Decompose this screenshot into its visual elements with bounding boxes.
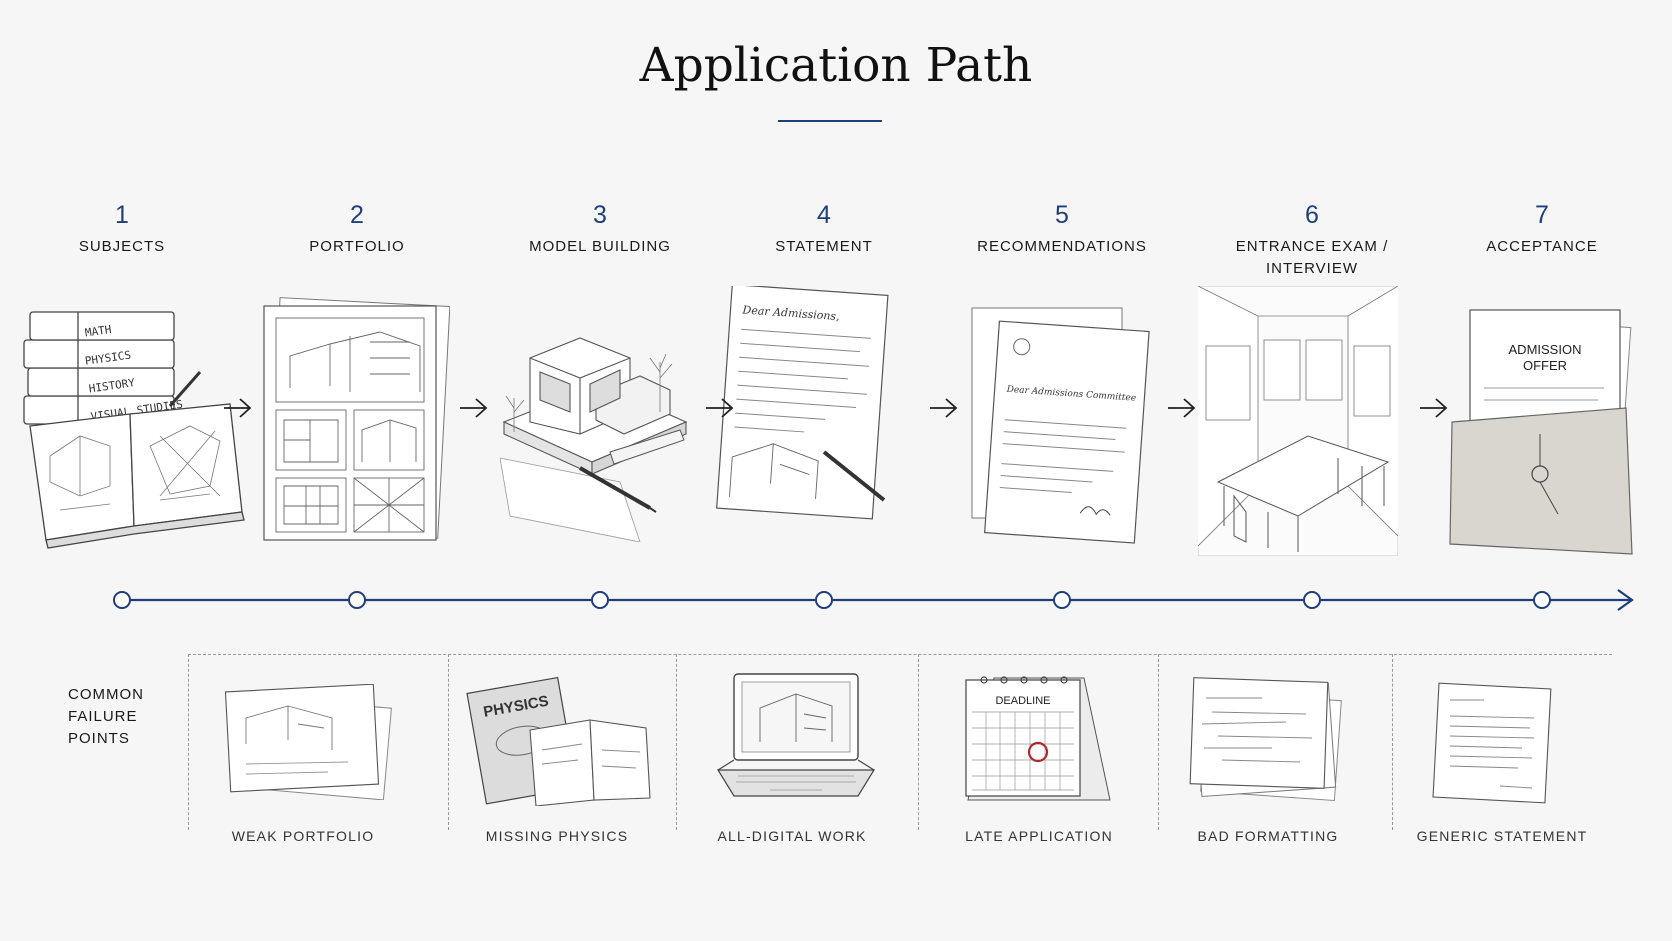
books-and-sketchbook-icon: MATH PHYSICS HISTORY VISUAL STUDIES bbox=[23, 311, 245, 549]
admission-offer-envelope-icon: ADMISSION OFFER bbox=[1449, 309, 1633, 555]
weak-portfolio-icon bbox=[224, 684, 392, 800]
arrow-right-icon bbox=[706, 398, 734, 418]
arrow-right-icon bbox=[930, 398, 958, 418]
step-5-number: 5 bbox=[1055, 201, 1069, 229]
deadline-calendar-icon: DEADLINE bbox=[965, 676, 1111, 801]
subjects-illustration: MATH PHYSICS HISTORY VISUAL STUDIES bbox=[10, 296, 250, 566]
step-3-heading: 3 MODEL BUILDING bbox=[490, 200, 710, 258]
step-6-label-line1: ENTRANCE EXAM / bbox=[1235, 238, 1389, 255]
step-6-heading: 6 ENTRANCE EXAM / INTERVIEW bbox=[1202, 200, 1422, 280]
recommendation-letters-icon: Dear Admissions Committee bbox=[971, 307, 1150, 544]
step-2-heading: 2 PORTFOLIO bbox=[247, 200, 467, 258]
step-7-label: ACCEPTANCE bbox=[1486, 238, 1598, 255]
step-2-number: 2 bbox=[350, 201, 364, 229]
step-1-label: SUBJECTS bbox=[78, 238, 166, 255]
step-3-number: 3 bbox=[593, 201, 607, 229]
failure-divider bbox=[676, 654, 677, 830]
step-5-label: RECOMMENDATIONS bbox=[977, 238, 1147, 255]
step-2-label: PORTFOLIO bbox=[309, 238, 405, 255]
book-history-title: HISTORY bbox=[88, 376, 136, 395]
failure-heading-line1: COMMON bbox=[68, 686, 144, 703]
title-underline bbox=[778, 120, 882, 122]
arrow-right-icon bbox=[224, 398, 252, 418]
step-4-number: 4 bbox=[817, 201, 831, 229]
generic-letter-icon bbox=[1432, 682, 1552, 804]
step-6-label: ENTRANCE EXAM / INTERVIEW bbox=[1202, 236, 1422, 280]
step-1-heading: 1 SUBJECTS bbox=[12, 200, 232, 258]
timeline-node-5 bbox=[1053, 591, 1071, 609]
step-7-number: 7 bbox=[1535, 201, 1549, 229]
missing-physics-illustration: PHYSICS bbox=[466, 670, 656, 806]
step-7-heading: 7 ACCEPTANCE bbox=[1432, 200, 1652, 258]
failure-heading-line2: FAILURE bbox=[68, 708, 138, 725]
statement-illustration: Dear Admissions, bbox=[706, 286, 906, 546]
arrow-right-icon bbox=[1420, 398, 1448, 418]
failure-divider bbox=[1392, 654, 1393, 830]
book-math-title: MATH bbox=[84, 323, 112, 340]
timeline-node-2 bbox=[348, 591, 366, 609]
timeline-node-6 bbox=[1303, 591, 1321, 609]
failure-divider bbox=[448, 654, 449, 830]
sketchbook-left-page-icon bbox=[29, 413, 135, 541]
failure-label-late-application: LATE APPLICATION bbox=[965, 828, 1113, 844]
timeline-node-3 bbox=[591, 591, 609, 609]
book-physics-title: PHYSICS bbox=[84, 348, 132, 367]
bad-formatting-illustration bbox=[1182, 676, 1346, 804]
step-4-heading: 4 STATEMENT bbox=[714, 200, 934, 258]
physics-book-and-notebook-icon: PHYSICS bbox=[466, 676, 651, 806]
weak-portfolio-illustration bbox=[218, 684, 394, 800]
failure-label-generic-statement: GENERIC STATEMENT bbox=[1416, 828, 1588, 844]
book-math-icon bbox=[29, 311, 175, 341]
acceptance-illustration: ADMISSION OFFER bbox=[1448, 304, 1638, 558]
timeline-node-4 bbox=[815, 591, 833, 609]
recommendations-illustration: Dear Admissions Committee bbox=[966, 300, 1156, 550]
failure-divider bbox=[918, 654, 919, 830]
failure-points-heading: COMMON FAILURE POINTS bbox=[68, 684, 144, 750]
timeline bbox=[113, 589, 1634, 611]
offer-title-line2: OFFER bbox=[1523, 358, 1567, 373]
interview-room-icon bbox=[1198, 286, 1398, 556]
failure-points-panel bbox=[188, 654, 1612, 831]
step-1-number: 1 bbox=[115, 201, 129, 229]
portfolio-illustration bbox=[250, 296, 450, 546]
step-4-label: STATEMENT bbox=[775, 238, 873, 255]
late-application-illustration: DEADLINE bbox=[960, 672, 1118, 806]
failure-label-bad-formatting: BAD FORMATTING bbox=[1197, 828, 1339, 844]
model-building-illustration bbox=[500, 312, 690, 542]
architectural-model-icon bbox=[500, 337, 688, 542]
arrow-right-icon bbox=[460, 398, 488, 418]
step-6-label-line2: INTERVIEW bbox=[1265, 260, 1359, 277]
deadline-label: DEADLINE bbox=[995, 695, 1050, 707]
timeline-arrowhead-icon bbox=[1617, 589, 1634, 611]
offer-title-line1: ADMISSION bbox=[1509, 342, 1582, 357]
failure-heading-line3: POINTS bbox=[68, 730, 130, 747]
step-3-label: MODEL BUILDING bbox=[529, 238, 671, 255]
portfolio-sheets-icon bbox=[263, 297, 450, 541]
arrow-right-icon bbox=[1168, 398, 1196, 418]
laptop-icon bbox=[716, 673, 876, 797]
failure-divider bbox=[188, 654, 189, 830]
deadline-circle-mark bbox=[1027, 741, 1049, 763]
failure-divider bbox=[1158, 654, 1159, 830]
interview-room-illustration bbox=[1198, 286, 1398, 556]
messy-papers-icon bbox=[1189, 677, 1342, 802]
failure-label-missing-physics: MISSING PHYSICS bbox=[485, 828, 629, 844]
failure-label-all-digital-work: ALL-DIGITAL WORK bbox=[717, 828, 867, 844]
generic-statement-illustration bbox=[1422, 682, 1562, 804]
timeline-node-7 bbox=[1533, 591, 1551, 609]
step-6-number: 6 bbox=[1305, 201, 1319, 229]
step-5-heading: 5 RECOMMENDATIONS bbox=[952, 200, 1172, 258]
all-digital-work-illustration bbox=[708, 670, 884, 806]
page-title: Application Path bbox=[639, 38, 1033, 93]
timeline-node-1 bbox=[113, 591, 131, 609]
envelope-icon bbox=[1449, 407, 1633, 555]
handwritten-letter-icon: Dear Admissions, bbox=[716, 286, 889, 520]
failure-label-weak-portfolio: WEAK PORTFOLIO bbox=[231, 828, 375, 844]
